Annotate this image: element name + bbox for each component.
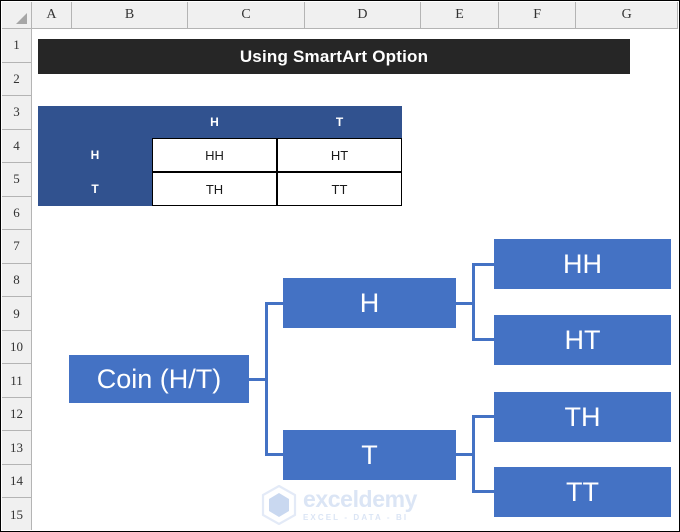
page-title-banner: Using SmartArt Option [38,39,630,74]
matrix-column-header-h-label: H [210,115,219,129]
matrix-cell-tt: TT [277,172,402,206]
smartart-node-root[interactable]: Coin (H/T) [69,355,249,403]
column-header-row: A B C D E F G [32,2,678,29]
matrix-cell-ht-label: HT [330,147,349,163]
matrix-cell-ht: HT [277,138,402,172]
row-header-label: 14 [10,473,23,489]
smartart-node-t-label: T [361,439,378,470]
matrix-row-header-t-label: T [91,182,99,196]
matrix-row-header-h-label: H [90,148,100,162]
smartart-node-h-label: H [359,287,380,318]
column-header-a[interactable]: A [32,2,72,28]
matrix-column-header-t: T [277,106,402,138]
row-header-10[interactable]: 10 [2,331,31,365]
column-header-label: D [357,7,368,22]
select-all-corner[interactable] [2,2,32,29]
matrix-column-header-t-label: T [335,115,344,129]
row-header-4[interactable]: 4 [2,130,31,164]
row-header-label: 5 [13,171,20,187]
row-header-13[interactable]: 13 [2,431,31,465]
matrix-cell-th: TH [152,172,277,206]
row-header-2[interactable]: 2 [2,63,31,97]
column-header-label: E [455,7,464,22]
row-header-label: 3 [13,104,20,120]
connector-t-stub [455,453,475,456]
row-header-label: 8 [13,271,20,287]
matrix-column-header-h: H [152,106,277,138]
outcome-matrix-table: H T H T HH HT TH TT [38,106,402,206]
row-header-8[interactable]: 8 [2,264,31,298]
smartart-node-t[interactable]: T [283,430,456,480]
matrix-cell-hh-label: HH [205,147,224,163]
connector-to-hh [472,263,494,266]
row-header-label: 2 [13,70,20,86]
row-header-label: 4 [13,137,20,153]
smartart-node-hh[interactable]: HH [494,239,671,289]
matrix-cell-hh: HH [152,138,277,172]
column-header-label: C [241,7,251,22]
column-header-g[interactable]: G [576,2,678,28]
column-header-e[interactable]: E [421,2,499,28]
row-header-5[interactable]: 5 [2,163,31,197]
column-header-label: G [621,7,632,22]
row-header-label: 9 [13,305,20,321]
column-header-f[interactable]: F [499,2,577,28]
row-header-label: 11 [10,372,23,388]
smartart-node-ht-label: HT [564,324,601,355]
row-header-15[interactable]: 15 [2,498,31,531]
smartart-node-ht[interactable]: HT [494,315,671,365]
row-header-6[interactable]: 6 [2,197,31,231]
row-header-label: 1 [13,37,20,53]
row-header-label: 10 [10,339,23,355]
connector-trunk-to-h [265,302,285,305]
connector-trunk-level1 [265,302,268,455]
matrix-cell-th-label: TH [205,181,224,197]
row-header-1[interactable]: 1 [2,29,31,63]
smartart-node-root-label: Coin (H/T) [96,363,222,394]
smartart-node-tt[interactable]: TT [494,467,671,517]
matrix-row-header-h: H [38,138,152,172]
matrix-corner-cell [38,106,152,138]
connector-h-stub [455,302,475,305]
smartart-node-hh-label: HH [563,248,602,279]
page-title: Using SmartArt Option [239,46,429,66]
smartart-node-th[interactable]: TH [494,392,671,442]
row-header-12[interactable]: 12 [2,398,31,432]
matrix-cell-tt-label: TT [331,181,348,197]
row-header-11[interactable]: 11 [2,364,31,398]
select-all-triangle-icon [16,13,27,24]
column-header-c[interactable]: C [188,2,305,28]
connector-trunk-to-t [265,453,285,456]
column-header-label: F [533,7,542,22]
smartart-node-tt-label: TT [566,476,599,507]
column-header-b[interactable]: B [72,2,189,28]
connector-trunk-h-leaves [472,263,475,340]
row-header-label: 13 [10,439,23,455]
row-header-9[interactable]: 9 [2,297,31,331]
smartart-node-h[interactable]: H [283,278,456,328]
connector-to-ht [472,338,494,341]
row-header-label: 6 [13,204,20,220]
row-header-14[interactable]: 14 [2,465,31,499]
column-header-label: A [46,7,57,22]
row-header-label: 12 [10,406,23,422]
connector-to-tt [472,490,494,493]
connector-to-th [472,415,494,418]
matrix-row-header-t: T [38,172,152,206]
smartart-node-th-label: TH [564,401,601,432]
connector-root-stub [248,378,268,381]
column-header-label: B [124,7,135,22]
row-header-7[interactable]: 7 [2,230,31,264]
row-header-label: 15 [10,506,23,522]
column-header-d[interactable]: D [305,2,422,28]
row-header-label: 7 [13,238,20,254]
connector-trunk-t-leaves [472,415,475,492]
row-header-3[interactable]: 3 [2,96,31,130]
